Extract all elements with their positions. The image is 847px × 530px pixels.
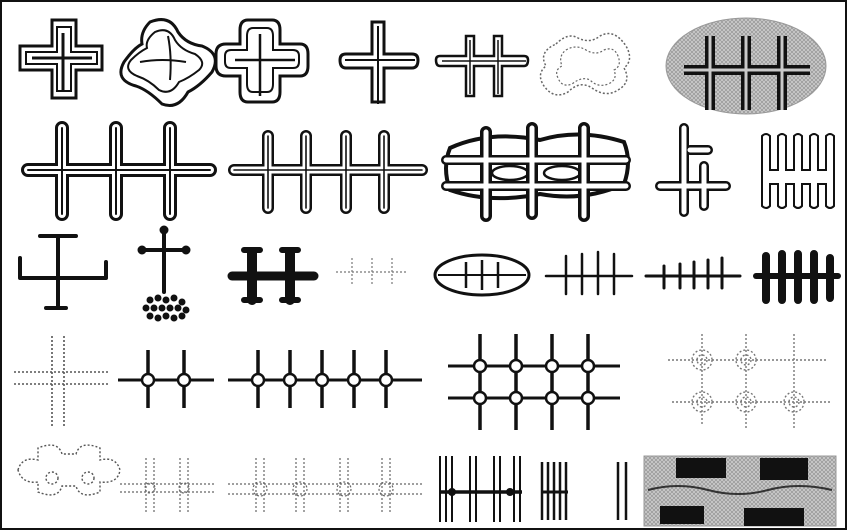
motif-five-bar-ladder <box>546 252 632 294</box>
motif-grid-with-circles <box>448 334 620 430</box>
motif-triple-cross-outlined <box>28 128 210 214</box>
motif-outlined-cross-concentric <box>216 20 308 102</box>
motif-dotted-double-loop <box>18 445 120 495</box>
motif-double-bar-pair <box>542 462 626 520</box>
motif-six-bar-ladder <box>646 258 740 288</box>
motif-outlined-cross-single <box>340 22 418 104</box>
motif-quadruple-cross-outlined <box>234 136 422 208</box>
motif-bold-comb <box>756 254 838 300</box>
motif-textured-panel-with-dark-blocks <box>644 456 836 526</box>
motif-dotted-double-cross <box>540 34 629 95</box>
motif-bold-double-cross <box>232 250 314 300</box>
motif-comb-outline <box>762 134 834 208</box>
motif-dotted-double-cross-with-circles <box>120 458 216 512</box>
motif-hatched-ladder-frame <box>440 456 522 522</box>
motif-double-cross-thin <box>436 36 528 96</box>
motif-dotted-cross <box>14 336 110 426</box>
motif-outlined-cross-large <box>20 20 102 98</box>
dot-cluster <box>143 295 189 321</box>
motif-oval-with-bars <box>435 255 529 295</box>
motif-double-cross-with-circles <box>118 350 214 408</box>
motif-dotted-grid-with-circles <box>668 334 830 430</box>
motif-quintuple-cross-with-circles <box>228 350 422 408</box>
motif-faint-dashed-ladder <box>336 258 408 286</box>
motif-triple-cross-on-textured-oval <box>666 18 826 114</box>
motif-swastika-like-cross <box>20 236 106 308</box>
motif-grid-cross-with-ovals <box>446 128 628 216</box>
motif-outlined-cross-wavy <box>121 20 215 106</box>
motif-cross-with-dot-cluster <box>138 226 190 321</box>
motif-dotted-quadruple-cross-with-circles <box>228 458 424 514</box>
motif-broken-cross-fragment <box>660 128 726 212</box>
